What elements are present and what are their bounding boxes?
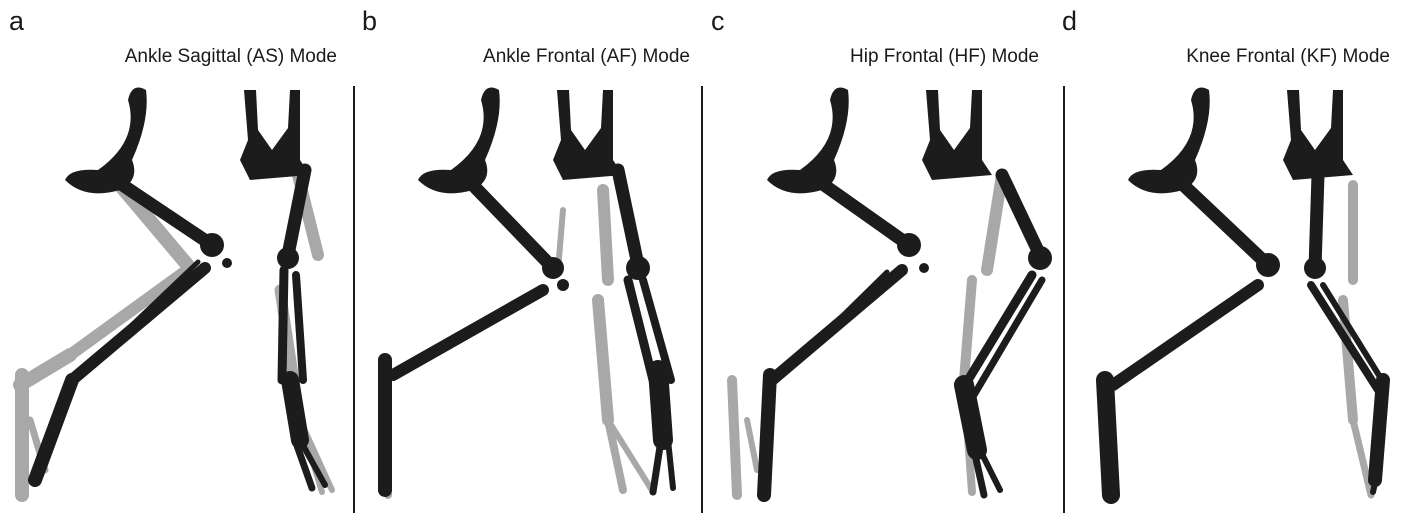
panel-title: Hip Frontal (HF) Mode — [850, 46, 1039, 68]
active-pose — [35, 88, 325, 488]
leg-skeleton-figure — [1053, 80, 1404, 513]
active-pose — [1105, 88, 1385, 495]
leg-skeleton-figure — [353, 80, 704, 513]
panel-c: c Hip Frontal (HF) Mode — [702, 0, 1053, 513]
panel-a: a Ankle Sagittal (AS) Mode — [0, 0, 351, 513]
leg-skeleton-figure — [702, 80, 1053, 513]
panel-label: a — [9, 8, 24, 35]
panel-b: b Ankle Frontal (AF) Mode — [353, 0, 704, 513]
leg-skeleton-figure — [0, 80, 351, 513]
active-pose — [385, 88, 673, 492]
panel-title: Knee Frontal (KF) Mode — [1186, 46, 1390, 68]
panel-label: c — [711, 8, 725, 35]
panel-title: Ankle Sagittal (AS) Mode — [125, 46, 337, 68]
panel-title: Ankle Frontal (AF) Mode — [483, 46, 690, 68]
panel-d: d Knee Frontal (KF) Mode — [1053, 0, 1404, 513]
panel-label: b — [362, 8, 377, 35]
panel-label: d — [1062, 8, 1077, 35]
active-pose — [764, 88, 1052, 495]
